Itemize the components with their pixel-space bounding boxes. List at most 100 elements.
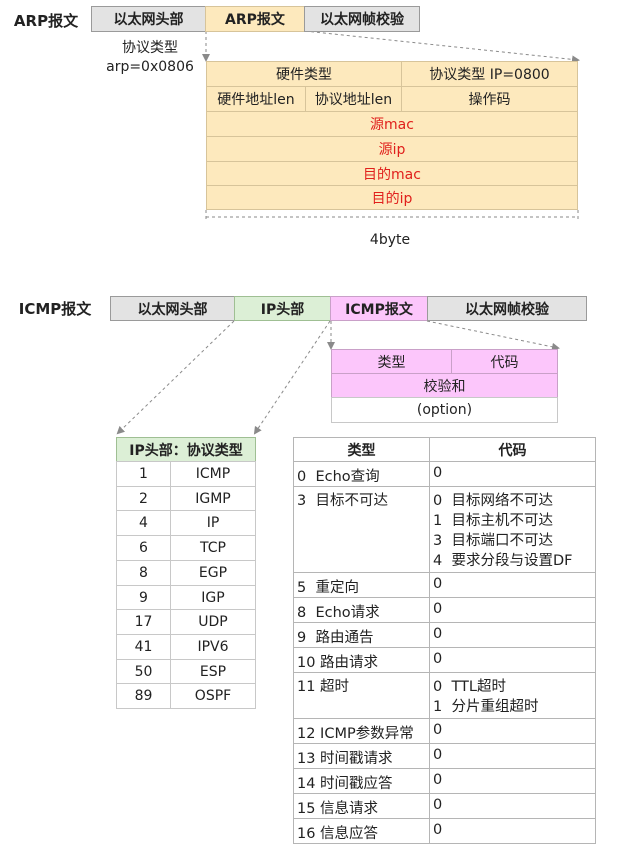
ip-proto-name: TCP xyxy=(170,535,256,561)
icmp-code-cell: 0 xyxy=(429,718,596,744)
ip-proto-number: 1 xyxy=(116,461,171,487)
ip-proto-number: 41 xyxy=(116,634,171,660)
icmp-type-cell: 11 超时 xyxy=(293,672,430,719)
icmp-frame-ethernet-header: 以太网头部 xyxy=(110,296,235,321)
icmp-type-cell: 5 重定向 xyxy=(293,572,430,598)
icmp-type-cell: 8 Echo请求 xyxy=(293,597,430,623)
icmp-code-cell: 0 xyxy=(429,768,596,794)
icmp-type-cell: 15 信息请求 xyxy=(293,793,430,819)
icmp-code-text: 0 xyxy=(433,651,443,667)
ip-proto-number: 4 xyxy=(116,510,171,536)
icmp-type-cell: 12 ICMP参数异常 xyxy=(293,718,430,744)
icmp-type-text: 14 时间戳应答 xyxy=(297,776,393,792)
icmp-code-cell: 0 xyxy=(429,572,596,598)
icmp-type-cell: 3 目标不可达 xyxy=(293,486,430,573)
arp-width-label: 4byte xyxy=(369,232,411,248)
icmp-right-pointer xyxy=(426,320,560,351)
icmp-option-field: (option) xyxy=(331,397,558,423)
icmp-code-text: 0 xyxy=(433,465,443,481)
arp-frame-arp-packet: ARP报文 xyxy=(205,6,305,32)
icmp-frame-icmp-packet: ICMP报文 xyxy=(330,296,428,321)
icmp-table-type-header: 类型 xyxy=(293,437,430,462)
arp-protocol-note-label: 协议类型 xyxy=(122,40,178,56)
icmp-code-cell: 0 xyxy=(429,818,596,844)
icmp-code-text: 0 xyxy=(433,797,443,813)
ip-proto-number: 50 xyxy=(116,659,171,685)
icmp-code-text: 0 xyxy=(433,626,443,642)
icmp-type-text: 15 信息请求 xyxy=(297,801,379,817)
icmp-code-field: 代码 xyxy=(451,349,558,374)
arp-opcode: 操作码 xyxy=(401,86,578,112)
ip-proto-table-header: IP头部：协议类型 xyxy=(116,437,256,462)
icmp-type-text: 5 重定向 xyxy=(297,580,359,596)
ip-proto-number: 9 xyxy=(116,585,171,611)
arp-protocol-type: 协议类型 IP=0800 xyxy=(401,61,578,87)
arp-hardware-addr-len: 硬件地址len xyxy=(206,86,306,112)
arp-hardware-type: 硬件类型 xyxy=(206,61,402,87)
icmp-code-text: 0 xyxy=(433,601,443,617)
arp-source-mac: 源mac xyxy=(206,111,578,137)
icmp-type-text: 8 Echo请求 xyxy=(297,605,380,621)
icmp-code-text: 3 目标端口不可达 xyxy=(433,533,553,549)
arp-right-pointer xyxy=(304,30,580,64)
icmp-type-text: 13 时间戳请求 xyxy=(297,751,393,767)
ip-proto-number: 89 xyxy=(116,683,171,709)
arp-dest-mac: 目的mac xyxy=(206,161,578,186)
arp-frame-fcs: 以太网帧校验 xyxy=(304,6,420,32)
icmp-code-text: 0 TTL超时 xyxy=(433,679,506,695)
icmp-code-cell: 0 xyxy=(429,461,596,487)
arp-protocol-note-value: arp=0x0806 xyxy=(106,59,194,75)
arp-protocol-addr-len: 协议地址len xyxy=(305,86,402,112)
icmp-code-cell: 0 xyxy=(429,647,596,673)
icmp-type-cell: 16 信息应答 xyxy=(293,818,430,844)
ip-proto-name: IP xyxy=(170,510,256,536)
icmp-code-cell: 0 xyxy=(429,743,596,769)
icmp-type-cell: 9 路由通告 xyxy=(293,622,430,648)
icmp-type-cell: 10 路由请求 xyxy=(293,647,430,673)
ip-proto-name: ESP xyxy=(170,659,256,685)
icmp-table-code-header: 代码 xyxy=(429,437,596,462)
icmp-type-text: 10 路由请求 xyxy=(297,655,379,671)
icmp-code-text: 1 分片重组超时 xyxy=(433,699,539,715)
icmp-type-text: 11 超时 xyxy=(297,679,350,695)
arp-title: ARP报文 xyxy=(13,11,79,30)
icmp-type-text: 0 Echo查询 xyxy=(297,469,380,485)
icmp-frame-fcs: 以太网帧校验 xyxy=(427,296,587,321)
arp-source-ip: 源ip xyxy=(206,136,578,162)
icmp-type-cell: 14 时间戳应答 xyxy=(293,768,430,794)
icmp-type-text: 9 路由通告 xyxy=(297,630,374,646)
icmp-frame-ip-header: IP头部 xyxy=(234,296,331,321)
icmp-code-text: 4 要求分段与设置DF xyxy=(433,553,573,569)
icmp-code-text: 0 xyxy=(433,747,443,763)
icmp-type-text: 3 目标不可达 xyxy=(297,493,388,509)
ip-right-pointer xyxy=(253,320,331,435)
icmp-code-text: 0 xyxy=(433,722,443,738)
icmp-title: ICMP报文 xyxy=(18,299,92,318)
ip-proto-number: 6 xyxy=(116,535,171,561)
ip-proto-number: 17 xyxy=(116,609,171,635)
icmp-type-cell: 13 时间戳请求 xyxy=(293,743,430,769)
icmp-type-field: 类型 xyxy=(331,349,452,374)
icmp-code-text: 0 xyxy=(433,576,443,592)
icmp-code-text: 0 目标网络不可达 xyxy=(433,493,553,509)
ip-proto-name: EGP xyxy=(170,560,256,586)
ip-proto-name: IGMP xyxy=(170,486,256,512)
icmp-code-text: 0 xyxy=(433,772,443,788)
ip-proto-name: OSPF xyxy=(170,683,256,709)
icmp-code-cell: 0 目标网络不可达 1 目标主机不可达 3 目标端口不可达 4 要求分段与设置DF xyxy=(429,486,596,573)
arp-dest-ip: 目的ip xyxy=(206,185,578,210)
ip-proto-name: IPV6 xyxy=(170,634,256,660)
arp-frame-ethernet-header: 以太网头部 xyxy=(91,6,206,32)
icmp-code-cell: 0 xyxy=(429,597,596,623)
icmp-code-cell: 0 xyxy=(429,622,596,648)
icmp-type-text: 12 ICMP参数异常 xyxy=(297,726,414,742)
ip-proto-number: 2 xyxy=(116,486,171,512)
icmp-type-text: 16 信息应答 xyxy=(297,826,379,842)
icmp-checksum-field: 校验和 xyxy=(331,373,558,398)
ip-left-pointer xyxy=(116,320,235,435)
ip-proto-name: IGP xyxy=(170,585,256,611)
ip-proto-number: 8 xyxy=(116,560,171,586)
icmp-code-text: 1 目标主机不可达 xyxy=(433,513,553,529)
ip-proto-name: UDP xyxy=(170,609,256,635)
